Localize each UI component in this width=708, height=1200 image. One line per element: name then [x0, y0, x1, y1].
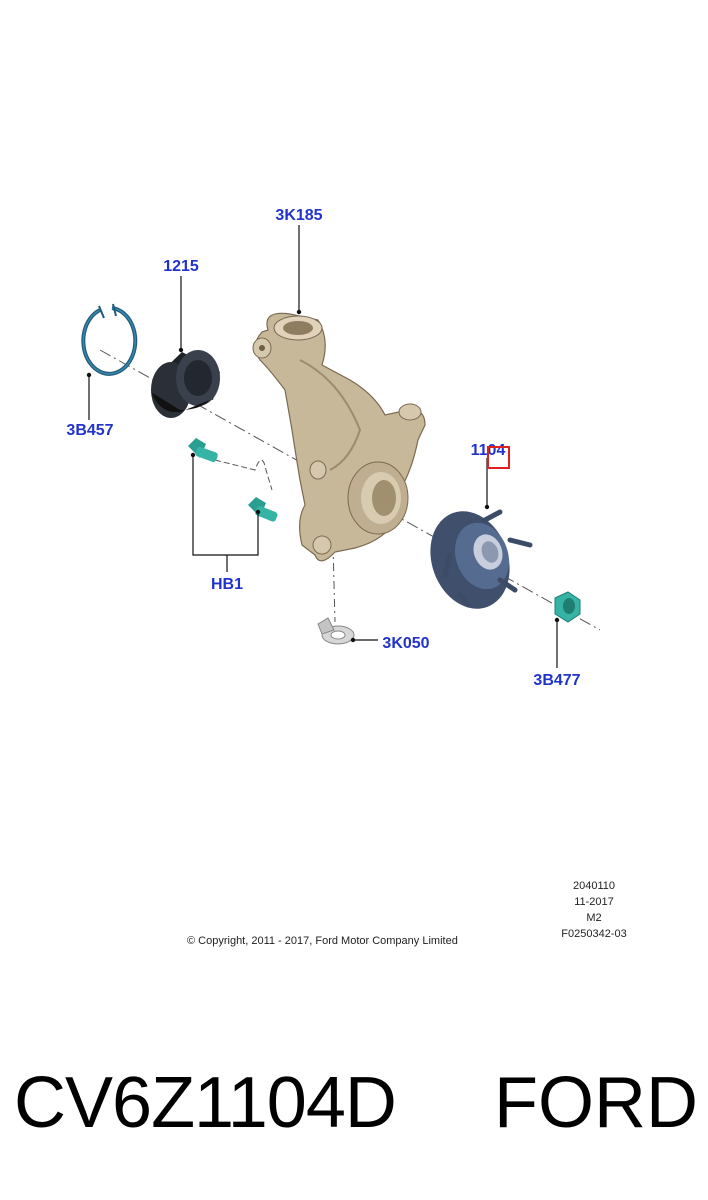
- callout-washer[interactable]: 3K050: [382, 635, 429, 652]
- bolt-path-line: [214, 459, 273, 491]
- callout-bolts[interactable]: HB1: [211, 576, 243, 593]
- exploded-diagram: 3K185 1215 3B457 1104 HB1 3K050 3B477: [66, 207, 601, 689]
- hub-nut: [554, 591, 581, 623]
- callout-bearing[interactable]: 1215: [163, 258, 199, 275]
- snap-ring: [81, 303, 138, 376]
- meta-variant: M2: [586, 912, 602, 924]
- washer-axis-line: [332, 544, 336, 623]
- callout-snap-ring[interactable]: 3B457: [66, 422, 113, 439]
- part-number: CV6Z1104D: [14, 1063, 397, 1143]
- meta-date: 11-2017: [574, 896, 614, 908]
- callout-nut[interactable]: 3B477: [533, 672, 580, 689]
- steering-knuckle: [252, 312, 426, 562]
- meta-figure-id: F0250342-03: [561, 928, 627, 940]
- callout-knuckle[interactable]: 3K185: [275, 207, 322, 224]
- bolt-lower: [248, 497, 278, 522]
- leader-bolts: [192, 455, 259, 556]
- washer: [317, 617, 355, 645]
- copyright-notice: © Copyright, 2011 - 2017, Ford Motor Com…: [187, 935, 458, 947]
- meta-code: 2040110: [572, 880, 615, 892]
- wheel-bearing: [151, 350, 220, 418]
- brand-name: FORD: [494, 1063, 698, 1143]
- highlight-box: [487, 446, 510, 469]
- wheel-hub: [430, 509, 533, 609]
- bolt-upper: [188, 438, 218, 463]
- figure-meta: 2040110 11-2017 M2 F0250342-03: [548, 878, 640, 942]
